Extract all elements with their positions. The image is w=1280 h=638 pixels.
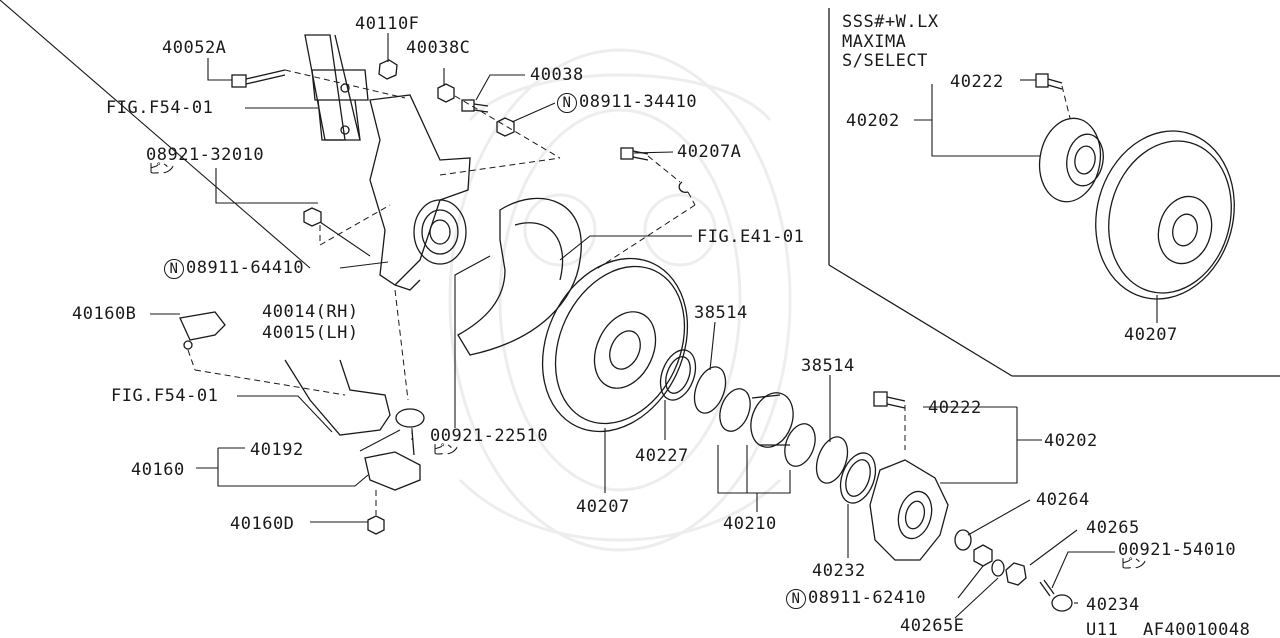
footer-model: U11 — [1086, 620, 1119, 638]
part-label-00921-54010[interactable]: 00921-54010 — [1118, 540, 1237, 560]
inset-hub-bolt-40222 — [1035, 73, 1063, 90]
steering-knuckle — [369, 94, 471, 291]
part-label-40234[interactable]: 40234 — [1086, 595, 1140, 615]
footer-diagram-code: AF40010048 — [1143, 620, 1251, 638]
pin-label-c: ピン — [1120, 557, 1148, 572]
ball-joint-40160B — [179, 311, 226, 350]
pin-00921-54010 — [1039, 579, 1055, 597]
dust-shield — [457, 197, 582, 356]
seal-38514-b — [815, 436, 849, 484]
part-label-40207A[interactable]: 40207A — [677, 142, 742, 162]
washer-40265E — [991, 559, 1005, 577]
part-label-40038[interactable]: 40038 — [530, 65, 584, 85]
inset-wheel-hub-40202 — [1038, 117, 1104, 203]
inset-title-line-3: S/SELECT — [842, 51, 928, 71]
washer-40264 — [954, 529, 972, 551]
part-label-38514-a[interactable]: 38514 — [694, 303, 748, 323]
nut-08911-64410 — [303, 207, 322, 227]
bolt-40052A — [231, 69, 286, 88]
part-label-40038C[interactable]: 40038C — [406, 38, 471, 58]
nut-40265 — [1005, 562, 1027, 586]
part-label-38514-b[interactable]: 38514 — [801, 356, 855, 376]
inset-brake-rotor-40207 — [1095, 130, 1235, 300]
nut-40110F — [378, 59, 398, 80]
part-label-40192[interactable]: 40192 — [250, 440, 304, 460]
ref-label-fig-f54-bottom[interactable]: FIG.F54-01 — [111, 386, 219, 406]
ref-label-fig-f54-top[interactable]: FIG.F54-01 — [106, 98, 214, 118]
brake-rotor-40207 — [541, 257, 689, 433]
n-marker-icon: N — [557, 93, 577, 113]
part-label-00921-22510[interactable]: 00921-22510 — [430, 426, 549, 446]
part-label-40160B[interactable]: 40160B — [72, 304, 137, 324]
pin-label-a: ピン — [148, 162, 176, 177]
inset-label-40222[interactable]: 40222 — [950, 72, 1004, 92]
part-label-40014-rh[interactable]: 40014(RH) — [262, 302, 359, 322]
part-label-40052A[interactable]: 40052A — [162, 38, 227, 58]
nut-08911-34410 — [496, 117, 515, 137]
bearing-40210 — [719, 388, 816, 467]
ball-joint-40160 — [364, 429, 421, 491]
seal-38514-a — [693, 366, 727, 414]
inset-label-40202[interactable]: 40202 — [846, 111, 900, 131]
nut-08911-62410 — [973, 544, 993, 567]
snap-ring-40227 — [659, 349, 697, 401]
strut-assembly — [304, 34, 369, 141]
assembly-guide-lines — [187, 69, 1071, 515]
part-label-08921-32010[interactable]: 08921-32010 — [146, 145, 265, 165]
cap-40234 — [1051, 594, 1073, 612]
part-label-40160[interactable]: 40160 — [131, 460, 185, 480]
part-number: 08911-34410 — [579, 92, 698, 112]
part-label-40202[interactable]: 40202 — [1044, 431, 1098, 451]
part-label-40265[interactable]: 40265 — [1086, 518, 1140, 538]
part-label-40015-lh[interactable]: 40015(LH) — [262, 323, 359, 343]
part-label-40264[interactable]: 40264 — [1036, 490, 1090, 510]
clip-40207A — [678, 181, 689, 193]
bolt-40038 — [461, 99, 489, 113]
pin-label-b: ピン — [432, 443, 460, 458]
part-number: 08911-62410 — [808, 588, 927, 608]
inset-frame — [828, 8, 1280, 377]
nut-40160D — [367, 515, 385, 535]
hub-bolt-40222 — [873, 391, 906, 409]
lower-arm — [284, 359, 391, 436]
part-label-40232[interactable]: 40232 — [812, 561, 866, 581]
part-label-40227[interactable]: 40227 — [635, 446, 689, 466]
part-label-40222[interactable]: 40222 — [928, 398, 982, 418]
n-marker-icon: N — [164, 259, 184, 279]
n-marker-icon: N — [786, 589, 806, 609]
part-label-40207[interactable]: 40207 — [576, 497, 630, 517]
inset-title-line-1: SSS#+W.LX — [842, 12, 939, 32]
part-number: 08911-64410 — [186, 258, 305, 278]
part-label-40160D[interactable]: 40160D — [230, 514, 295, 534]
leader-lines — [0, 0, 1158, 619]
part-label-40210[interactable]: 40210 — [723, 514, 777, 534]
part-label-40265E[interactable]: 40265E — [900, 616, 965, 636]
washer-40192 — [395, 408, 425, 428]
wheel-hub-40202 — [869, 459, 949, 561]
inset-title-line-2: MAXIMA — [842, 32, 907, 52]
snap-ring-40232 — [839, 452, 877, 504]
nut-40038C — [437, 83, 455, 103]
bolt-40207A — [620, 147, 649, 161]
watermark-emblem — [448, 48, 792, 552]
part-label-40110F[interactable]: 40110F — [355, 14, 420, 34]
ref-label-fig-e41[interactable]: FIG.E41-01 — [697, 227, 805, 247]
inset-label-40207[interactable]: 40207 — [1124, 325, 1178, 345]
